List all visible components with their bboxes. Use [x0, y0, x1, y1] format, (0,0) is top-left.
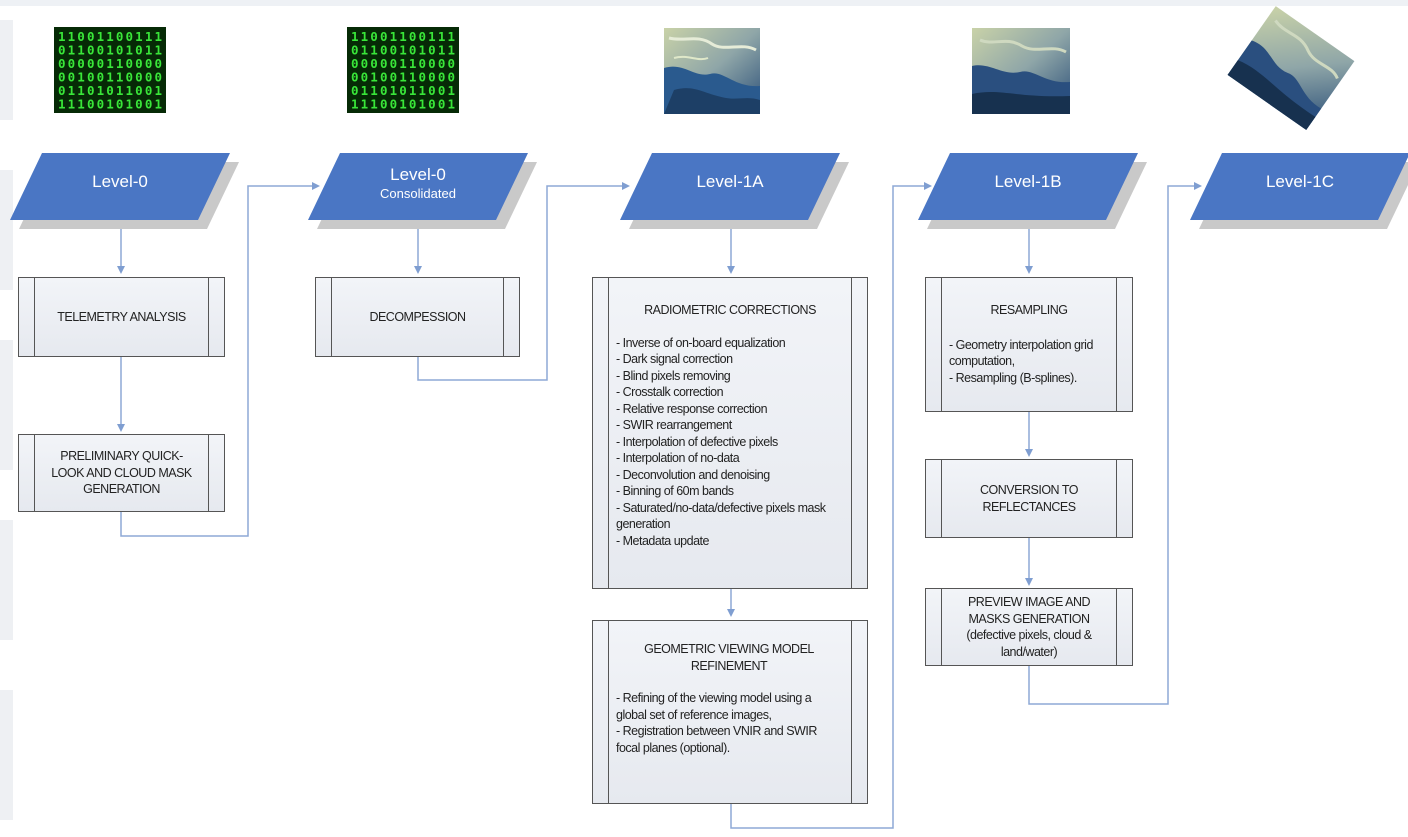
binary-background	[54, 27, 166, 113]
geometric-steps-list: - Refining of the viewing model using a …	[616, 690, 842, 756]
connectors	[117, 182, 1202, 829]
level-0-shape	[10, 153, 230, 220]
satellite-image-icon	[972, 28, 1070, 114]
binary-row: 11100101001	[58, 97, 162, 112]
binary-row: 11001100111	[351, 29, 455, 44]
step-item: - Relative response correction	[616, 401, 768, 416]
top-banner	[0, 0, 1408, 6]
step-item: - Blind pixels removing	[616, 368, 731, 383]
level-subname: Consolidated	[380, 186, 456, 201]
level-0-consolidated-shape	[308, 153, 528, 220]
radiometric-steps-list: - Inverse of on-board equalization - Dark…	[616, 335, 844, 550]
quicklook-cloud-mask-box: PRELIMINARY QUICK-LOOK AND CLOUD MASK GE…	[18, 434, 225, 512]
level-1c-shape	[1190, 153, 1408, 220]
geometric-viewing-model-box: GEOMETRIC VIEWING MODEL REFINEMENT - Ref…	[592, 620, 868, 804]
binary-data-icon: 1100110011101100101011000001100000010011…	[347, 27, 459, 113]
binary-row: 01101011001	[351, 83, 455, 98]
level-1b-shape	[918, 153, 1138, 220]
box-title: RADIOMETRIC CORRECTIONS	[644, 303, 816, 317]
step-item: - Metadata update	[616, 533, 709, 548]
binary-row: 00100110000	[58, 70, 162, 85]
step-item: - Saturated/no-data/defective pixels mas…	[616, 500, 826, 532]
telemetry-analysis-box: TELEMETRY ANALYSIS	[18, 277, 225, 357]
step-item: - Geometry interpolation grid computatio…	[949, 337, 1093, 369]
box-label: CONVERSION TO REFLECTANCES	[980, 483, 1078, 514]
satellite-image-icon	[664, 28, 760, 114]
step-item: - Binning of 60m bands	[616, 484, 734, 498]
binary-row: 11100101001	[351, 97, 455, 112]
binary-row: 01100101011	[58, 43, 162, 58]
decompression-box: DECOMPESSION	[315, 277, 520, 357]
box-label: PREVIEW IMAGE AND MASKS GENERATION (defe…	[966, 595, 1092, 659]
binary-row: 00100110000	[351, 70, 455, 85]
level-header-level-0-consolidated: Level-0 Consolidated	[338, 165, 498, 201]
step-item: - Crosstalk correction	[616, 385, 724, 399]
step-item: - Interpolation of defective pixels	[616, 434, 778, 449]
level-1a-shape	[620, 153, 840, 220]
resampling-steps-list: - Geometry interpolation grid computatio…	[949, 337, 1109, 387]
step-item: - Registration between VNIR and SWIR foc…	[616, 724, 817, 755]
step-item: - Dark signal correction	[616, 352, 733, 366]
binary-row: 11001100111	[58, 29, 162, 44]
level-header-level-0: Level-0	[40, 172, 200, 192]
step-item: - SWIR rearrangement	[616, 418, 732, 432]
level-name: Level-0	[390, 165, 446, 184]
level-name: Level-1C	[1265, 172, 1335, 191]
binary-row: 01100101011	[351, 43, 455, 58]
box-title: GEOMETRIC VIEWING MODEL REFINEMENT	[644, 642, 814, 673]
box-label: DECOMPESSION	[369, 309, 466, 324]
level-name: Level-0	[92, 172, 148, 191]
step-item: - Interpolation of no-data	[616, 451, 740, 465]
step-item: - Inverse of on-board equalization	[616, 335, 786, 350]
level-header-level-1c: Level-1C	[1220, 172, 1380, 192]
preview-image-masks-box: PREVIEW IMAGE AND MASKS GENERATION (defe…	[925, 588, 1133, 666]
box-label: PRELIMINARY QUICK-LOOK AND CLOUD MASK GE…	[51, 449, 192, 497]
box-title: RESAMPLING	[990, 303, 1068, 317]
binary-row: 01101011001	[58, 83, 162, 98]
binary-background	[347, 27, 459, 113]
binary-data-icon: 1100110011101100101011000001100000010011…	[54, 27, 166, 113]
step-item: - Deconvolution and denoising	[616, 467, 770, 482]
reflectance-conversion-box: CONVERSION TO REFLECTANCES	[925, 459, 1133, 538]
step-item: - Resampling (B-splines).	[949, 370, 1077, 385]
step-item: - Refining of the viewing model using a …	[616, 691, 812, 722]
box-label: TELEMETRY ANALYSIS	[57, 309, 186, 324]
radiometric-corrections-box: RADIOMETRIC CORRECTIONS - Inverse of on-…	[592, 277, 868, 589]
level-header-level-1a: Level-1A	[650, 172, 810, 192]
resampling-box: RESAMPLING - Geometry interpolation grid…	[925, 277, 1133, 412]
binary-row: 00000110000	[351, 56, 455, 71]
level-name: Level-1A	[696, 172, 764, 191]
binary-row: 00000110000	[58, 56, 162, 71]
level-name: Level-1B	[994, 172, 1062, 191]
orthorectified-image-icon	[1227, 6, 1355, 130]
level-header-level-1b: Level-1B	[948, 172, 1108, 192]
